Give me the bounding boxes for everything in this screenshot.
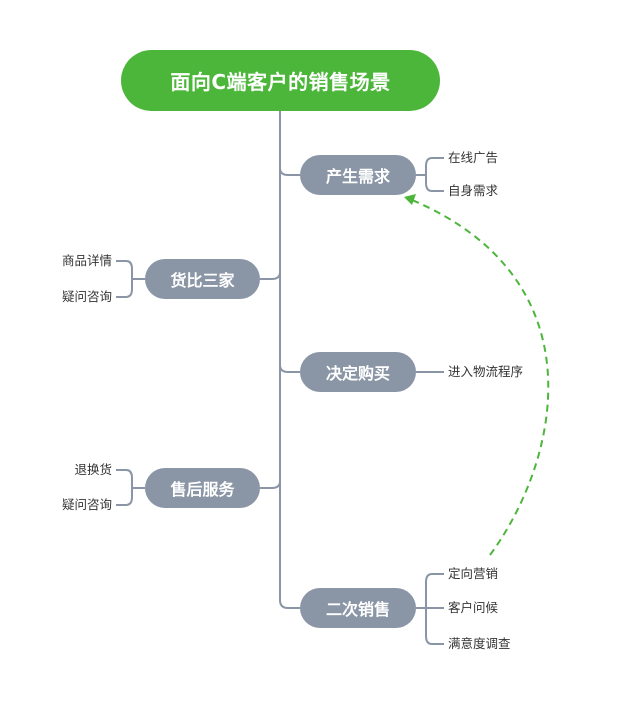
leaf-shangpin-xiangqing[interactable]: 商品详情: [61, 253, 112, 268]
leaf-manyidu-diaocha[interactable]: 满意度调查: [448, 636, 511, 651]
leaf-bracket-chansheng: [416, 157, 444, 192]
leaf-tuihuanhuo[interactable]: 退换货: [74, 462, 112, 477]
leaf-yiwen-zixun-1[interactable]: 疑问咨询: [61, 289, 112, 304]
leaf-yiwen-zixun-2[interactable]: 疑问咨询: [61, 497, 112, 512]
branch-huobi-sanjia[interactable]: 货比三家: [145, 259, 260, 299]
branch-shouhou-fuwu[interactable]: 售后服务: [145, 468, 260, 508]
leaf-bracket-erci: [416, 573, 444, 645]
root-topic[interactable]: 面向C端客户的销售场景: [121, 50, 440, 111]
leaf-dingxiang-yingxiao[interactable]: 定向营销: [448, 566, 499, 581]
leaf-bracket-shouhou: [116, 469, 145, 506]
leaf-zishen-xuqiu[interactable]: 自身需求: [448, 183, 499, 198]
connector-chansheng: [279, 167, 300, 176]
connector-huobi: [260, 271, 281, 280]
leaf-bracket-huobi: [116, 260, 145, 298]
loop-arrow-dashed: [411, 199, 550, 556]
leaf-kehu-wenhou[interactable]: 客户问候: [448, 600, 499, 615]
leaf-zaixian-guanggao[interactable]: 在线广告: [448, 150, 499, 165]
loop-arrow-head: [404, 194, 416, 205]
leaf-jinru-wuliu[interactable]: 进入物流程序: [448, 364, 524, 379]
connector-shouhou: [260, 480, 281, 489]
connector-jueding: [279, 364, 300, 373]
branch-jueding-goumai[interactable]: 决定购买: [300, 352, 416, 392]
branch-erci-xiaoshou[interactable]: 二次销售: [300, 588, 416, 628]
branch-chansheng-xuqiu[interactable]: 产生需求: [300, 155, 416, 195]
trunk-line: [279, 111, 300, 609]
